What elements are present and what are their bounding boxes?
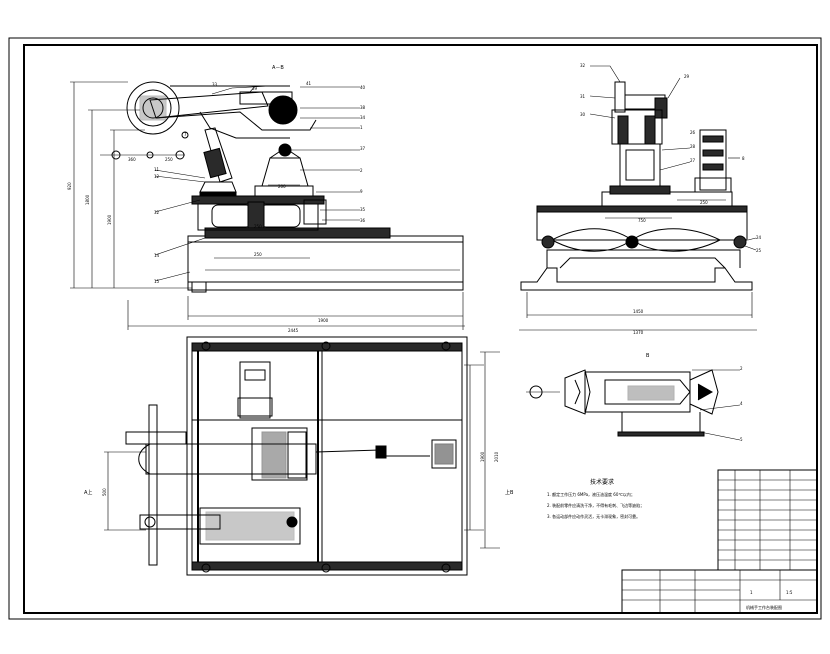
title-block: 1:5 1 机械手工作台装配图 — [621, 469, 818, 614]
callout-f-15: 15 — [154, 279, 160, 284]
dim-front-h1: 920 — [67, 182, 72, 190]
section-right: 上B — [505, 489, 514, 496]
inner-border — [23, 44, 818, 614]
dim-front-base: 1900 — [318, 318, 329, 323]
outer-border — [8, 37, 822, 620]
title-block-sheet: 1 — [750, 590, 753, 595]
dim-front-d4: 250 — [254, 224, 262, 229]
notes-item-3: 3. 各运动部件应动作灵活，无卡滞现象，密封可靠。 — [547, 513, 640, 519]
drawing-title: 机械手工作台装配图 — [746, 604, 782, 610]
dim-front-d3: 200 — [278, 184, 286, 189]
dim-plan-left: 500 — [102, 488, 107, 496]
dim-side-d1: 750 — [638, 218, 646, 223]
notes-item-2: 2. 装配前零件应清洗干净，不得有毛刺、飞边等缺陷； — [547, 502, 644, 508]
callout-f-41: 41 — [306, 81, 312, 86]
callout-f-12: 12 — [154, 174, 160, 179]
callout-d-5: 5 — [740, 437, 743, 442]
title-block-scale: 1:5 — [786, 590, 793, 595]
detail-view-title: B — [646, 353, 650, 359]
callout-f-1: 1 — [360, 125, 363, 130]
dim-front-d1: 360 — [128, 157, 136, 162]
callout-s-30: 30 — [580, 112, 586, 117]
callout-f-7: 7 — [184, 132, 187, 137]
dim-front-total: 2445 — [288, 328, 299, 333]
callout-s-29: 29 — [684, 74, 690, 79]
detail-view: B 2 4 5 — [526, 353, 743, 442]
dim-front-h3: 1900 — [107, 214, 112, 225]
front-view: A－B — [67, 65, 465, 333]
callout-f-14: 14 — [154, 253, 160, 258]
callout-s-27: 27 — [690, 158, 696, 163]
dim-front-d2: 250 — [165, 157, 173, 162]
callout-s-31: 31 — [580, 94, 586, 99]
dim-side-d2: 250 — [700, 200, 708, 205]
callout-s-28: 28 — [690, 144, 696, 149]
callout-s-25: 25 — [756, 248, 762, 253]
callout-d-2: 2 — [740, 366, 743, 371]
dim-side-base: 1450 — [633, 309, 644, 314]
callout-f-38: 38 — [360, 105, 366, 110]
dim-front-h2: 1800 — [85, 194, 90, 205]
callout-f-35: 35 — [360, 207, 366, 212]
callout-s-32: 32 — [580, 63, 586, 68]
callout-f-2: 2 — [360, 168, 363, 173]
section-left: A上 — [84, 489, 92, 496]
callout-f-34: 34 — [360, 115, 366, 120]
dim-plan-h2: 2010 — [494, 451, 499, 462]
dim-plan-h1: 1900 — [480, 451, 485, 462]
callout-f-11: 11 — [154, 167, 160, 172]
notes-item-1: 1. 额定工作压力 6MPa，液压油温度 60℃以内； — [547, 491, 635, 497]
callout-f-40: 40 — [360, 85, 366, 90]
callout-f-33: 33 — [212, 82, 218, 87]
front-view-title: A－B — [272, 65, 284, 71]
dim-side-total: 1370 — [633, 330, 644, 335]
callout-d-4: 4 — [740, 401, 743, 406]
side-view: 750 250 1450 1370 32 31 30 29 28 27 26 8… — [519, 63, 762, 335]
callout-s-8: 8 — [742, 156, 745, 161]
callout-s-24: 24 — [756, 235, 762, 240]
callout-f-37: 37 — [360, 146, 366, 151]
notes-title: 技术要求 — [590, 478, 614, 486]
callout-f-39: 39 — [252, 86, 258, 91]
callout-f-9: 9 — [360, 189, 363, 194]
callout-s-26: 26 — [690, 130, 696, 135]
callout-f-32: 32 — [154, 210, 160, 215]
plan-view: A上 上B — [84, 336, 514, 576]
dim-front-d5: 250 — [254, 252, 262, 257]
technical-notes: 技术要求 1. 额定工作压力 6MPa，液压油温度 60℃以内； 2. 装配前零… — [547, 478, 644, 519]
callout-f-36: 36 — [360, 218, 366, 223]
